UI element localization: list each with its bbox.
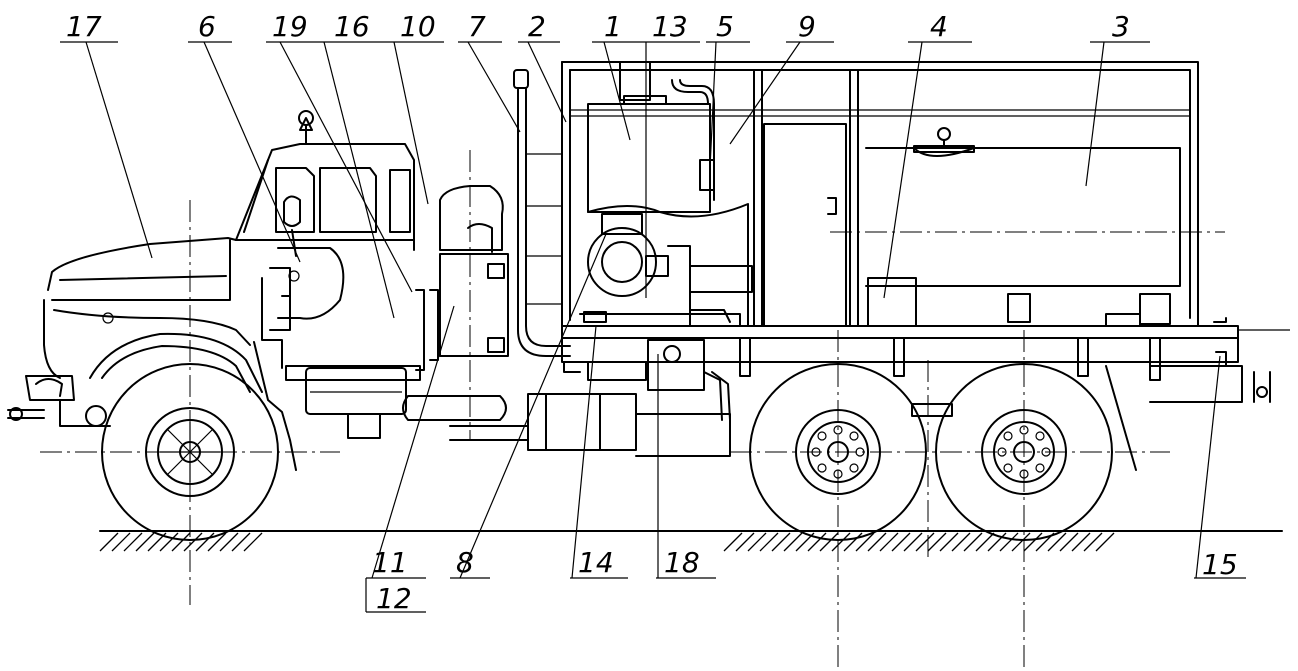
callout-8: 8 bbox=[456, 546, 474, 579]
callout-2: 2 bbox=[528, 10, 546, 43]
front-hood-and-cab bbox=[7, 110, 421, 471]
frame-supports bbox=[739, 337, 1227, 417]
callout-5: 5 bbox=[716, 10, 734, 43]
callout-1: 1 bbox=[604, 10, 622, 43]
rear-wheel-1 bbox=[749, 363, 927, 541]
rear-wheel-2 bbox=[935, 363, 1113, 541]
fuel-tank bbox=[305, 367, 507, 439]
heater-unit bbox=[415, 185, 509, 371]
front-wheel bbox=[101, 363, 279, 541]
callout-10: 10 bbox=[400, 10, 436, 43]
callout-11: 11 bbox=[372, 546, 408, 579]
callout-labels: 17 6 19 16 10 7 2 1 13 5 9 4 3 11 12 8 1… bbox=[66, 10, 1238, 615]
callout-15: 15 bbox=[1202, 548, 1238, 581]
callout-12: 12 bbox=[376, 582, 412, 615]
callout-3: 3 bbox=[1112, 10, 1130, 43]
water-tank bbox=[763, 123, 1181, 327]
leader-lines bbox=[60, 41, 1246, 613]
callout-16: 16 bbox=[334, 10, 370, 43]
ground-hatch-left bbox=[99, 532, 263, 552]
callout-4: 4 bbox=[930, 10, 948, 43]
ground-hatch-right bbox=[723, 532, 1115, 552]
exhaust-pipe bbox=[513, 69, 571, 357]
callout-6: 6 bbox=[198, 10, 216, 43]
callout-17: 17 bbox=[66, 10, 102, 43]
lower-pump-assembly bbox=[449, 339, 731, 457]
center-lines bbox=[40, 150, 1225, 668]
callout-9: 9 bbox=[798, 10, 816, 43]
ground bbox=[99, 530, 1283, 552]
callout-13: 13 bbox=[652, 10, 688, 43]
callout-7: 7 bbox=[468, 10, 486, 43]
callout-14: 14 bbox=[578, 546, 614, 579]
callout-19: 19 bbox=[272, 10, 308, 43]
callout-18: 18 bbox=[664, 546, 700, 579]
pump-compartment bbox=[579, 61, 753, 327]
